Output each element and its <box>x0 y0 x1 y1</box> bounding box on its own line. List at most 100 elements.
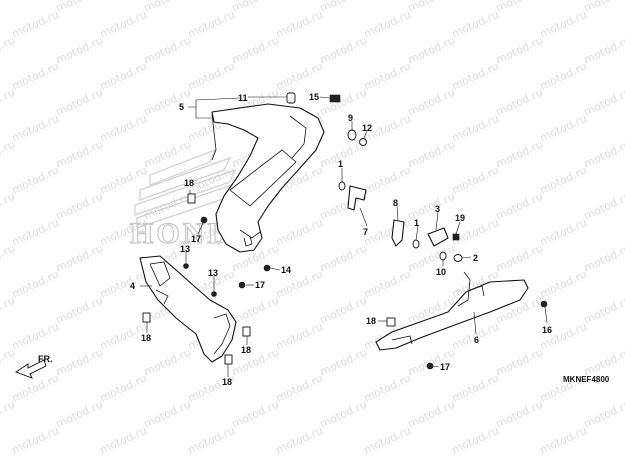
watermark-text: motod.ru <box>98 268 149 301</box>
watermark-text: motod.ru <box>362 216 413 249</box>
callout-3: 3 <box>435 204 440 214</box>
watermark-text: motod.ru <box>186 60 237 93</box>
callout-13a: 13 <box>180 244 190 254</box>
watermark-text: motod.ru <box>494 398 545 431</box>
watermark-text: motod.ru <box>274 60 325 93</box>
watermark-text: motod.ru <box>450 372 501 405</box>
watermark-text: motod.ru <box>538 112 589 145</box>
diagram-code: MKNEF4800 <box>563 375 610 384</box>
part-clip-18b <box>142 312 151 323</box>
watermark-text: motod.ru <box>494 190 545 223</box>
watermark-text: motod.ru <box>10 60 61 93</box>
front-direction-indicator: FR. <box>15 354 53 379</box>
watermark-text: motod.ru <box>450 164 501 197</box>
watermark-text: motod.ru <box>10 216 61 249</box>
watermark-text: motod.ru <box>142 0 193 15</box>
watermark-text: motod.ru <box>494 242 545 275</box>
part-clip-18a <box>187 193 196 204</box>
part-rubber-11 <box>286 92 296 104</box>
callout-9: 9 <box>348 113 353 123</box>
watermark-text: motod.ru <box>538 60 589 93</box>
part-nut-13b <box>211 291 217 297</box>
watermark-text: motod.ru <box>142 346 193 379</box>
watermark-text: motod.ru <box>54 34 105 67</box>
watermark-text: motod.ru <box>494 346 545 379</box>
watermark-text: motod.ru <box>274 320 325 353</box>
watermark-text: motod.ru <box>186 8 237 41</box>
part-nut-13a <box>183 263 189 269</box>
callout-6: 6 <box>474 335 479 345</box>
watermark-text: motod.ru <box>142 86 193 119</box>
watermark-text: motod.ru <box>98 60 149 93</box>
watermark-text: motod.ru <box>54 294 105 327</box>
watermark-text: motod.ru <box>142 138 193 171</box>
watermark-text: motod.ru <box>318 242 369 275</box>
arrow-left-icon <box>15 359 47 379</box>
callout-14: 14 <box>281 265 291 275</box>
watermark-text: motod.ru <box>54 346 105 379</box>
part-clip-18e <box>386 317 396 327</box>
callout-4: 4 <box>130 281 135 291</box>
watermark-text: motod.ru <box>10 424 61 457</box>
watermark-text: motod.ru <box>450 60 501 93</box>
watermark-text: motod.ru <box>10 8 61 41</box>
leader-lines <box>140 96 548 377</box>
watermark-text: motod.ru <box>406 34 457 67</box>
watermark-text: motod.ru <box>538 268 589 301</box>
part-screw-17b <box>238 281 246 289</box>
direction-label: FR. <box>38 354 53 364</box>
watermark-text: motod.ru <box>494 0 545 15</box>
part-bracket-8 <box>391 219 405 247</box>
watermark-text: motod.ru <box>582 294 625 327</box>
part-collar-2 <box>453 254 463 262</box>
part-upper-cowl <box>211 103 325 253</box>
watermark-text: motod.ru <box>142 398 193 431</box>
callout-15: 15 <box>309 92 319 102</box>
watermark-text: motod.ru <box>582 346 625 379</box>
part-grommet-1b <box>412 239 420 249</box>
callout-8: 8 <box>393 198 398 208</box>
part-grommet-1a <box>338 181 346 191</box>
watermark-text: motod.ru <box>98 112 149 145</box>
watermark-text: motod.ru <box>318 86 369 119</box>
watermark-text: motod.ru <box>494 86 545 119</box>
watermark-text: motod.ru <box>54 242 105 275</box>
callout-16: 16 <box>542 325 552 335</box>
part-bolt-19 <box>452 233 460 241</box>
callout-18d: 18 <box>222 377 232 387</box>
watermark-text: motod.ru <box>582 242 625 275</box>
watermark-text: motod.ru <box>318 294 369 327</box>
callout-11: 11 <box>238 93 248 103</box>
callout-10: 10 <box>436 267 446 277</box>
part-clip-18c <box>242 326 251 337</box>
watermark-text: motod.ru <box>582 190 625 223</box>
part-grommet-9 <box>347 129 357 141</box>
watermark-text: motod.ru <box>406 398 457 431</box>
watermark-text: motod.ru <box>10 320 61 353</box>
watermark-text: motod.ru <box>10 164 61 197</box>
watermark-text: motod.ru <box>538 216 589 249</box>
watermark-text: motod.ru <box>54 190 105 223</box>
callout-12: 12 <box>362 123 372 133</box>
watermark-text: motod.ru <box>318 0 369 15</box>
part-washer-12 <box>359 138 367 146</box>
part-under-cowl <box>375 271 529 351</box>
callout-19: 19 <box>455 213 465 223</box>
part-lower-cowl <box>139 255 237 363</box>
watermark-text: motod.ru <box>54 398 105 431</box>
part-screw-17a <box>200 216 208 224</box>
callout-18b: 18 <box>141 333 151 343</box>
watermark-text: motod.ru <box>318 346 369 379</box>
watermark-text: motod.ru <box>10 372 61 405</box>
watermark-text: motod.ru <box>10 112 61 145</box>
callout-13b: 13 <box>208 268 218 278</box>
watermark-text: motod.ru <box>362 8 413 41</box>
watermark-text: motod.ru <box>362 372 413 405</box>
callout-17b: 17 <box>255 280 265 290</box>
watermark-text: motod.ru <box>494 138 545 171</box>
watermark-text: motod.ru <box>582 0 625 15</box>
part-bolt-14 <box>263 264 271 272</box>
